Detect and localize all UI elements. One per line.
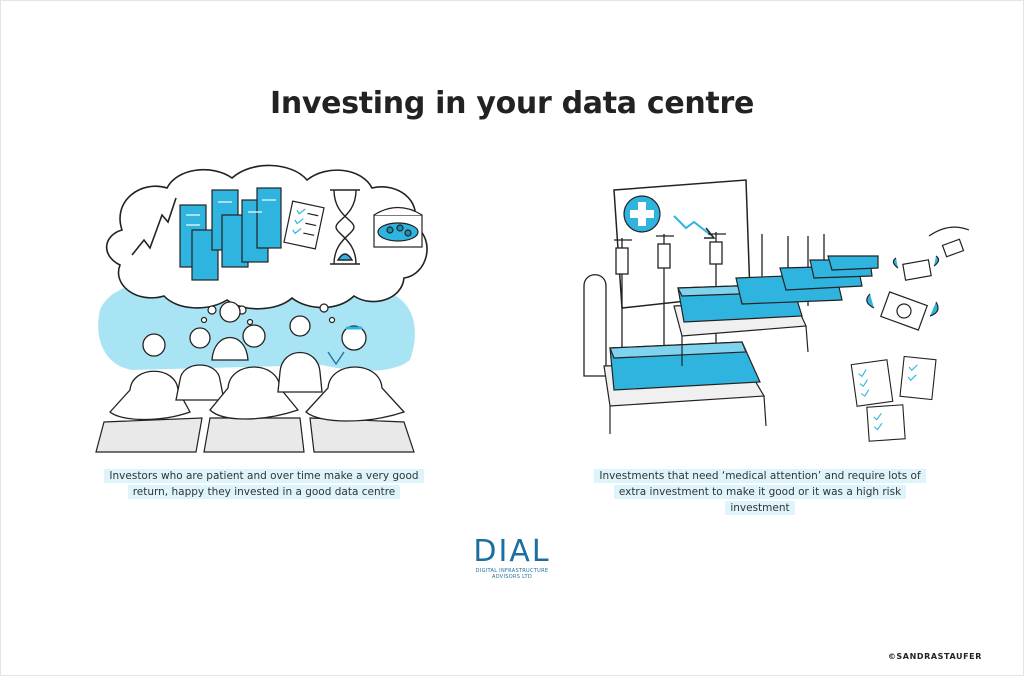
checklist-icon <box>850 355 937 442</box>
oxygen-tank <box>583 274 607 377</box>
rising-chart-line <box>131 197 177 256</box>
left-caption-line-2: return, happy they invested in a good da… <box>127 485 401 499</box>
logo-subtitle-1: DIGITAL INFRASTRUCTURE <box>475 568 549 574</box>
server-rack-icon <box>179 187 282 281</box>
logo-subtitle-2: ADVISORS LTD <box>491 574 533 580</box>
left-caption: Investors who are patient and over time … <box>104 468 424 500</box>
right-caption-line-3: investment <box>725 501 795 515</box>
page-title: Investing in your data centre <box>269 86 755 121</box>
flying-money-icon <box>866 226 970 331</box>
right-caption-line-2: extra investment to make it good or it w… <box>613 485 907 499</box>
right-caption-line-1: Investments that need ‘medical attention… <box>594 469 926 483</box>
meditating-investors <box>109 301 406 422</box>
left-caption-line-1: Investors who are patient and over time … <box>104 469 424 483</box>
hospital-bed-icon <box>603 255 879 434</box>
hourglass-icon <box>330 189 360 265</box>
meditation-mats <box>95 417 415 453</box>
patient-investors-illustration <box>92 160 432 460</box>
high-risk-investments-illustration <box>574 176 974 448</box>
medical-cross-icon <box>623 195 661 233</box>
logo-wordmark: DIAL <box>473 534 551 569</box>
dial-logo: DIAL DIGITAL INFRASTRUCTURE ADVISORS LTD <box>466 534 558 581</box>
artist-credit: ©SANDRASTAUFER <box>887 652 982 661</box>
right-caption: Investments that need ‘medical attention… <box>592 468 928 516</box>
treasure-chest-icon <box>373 206 423 248</box>
checklist-icon <box>283 200 325 250</box>
